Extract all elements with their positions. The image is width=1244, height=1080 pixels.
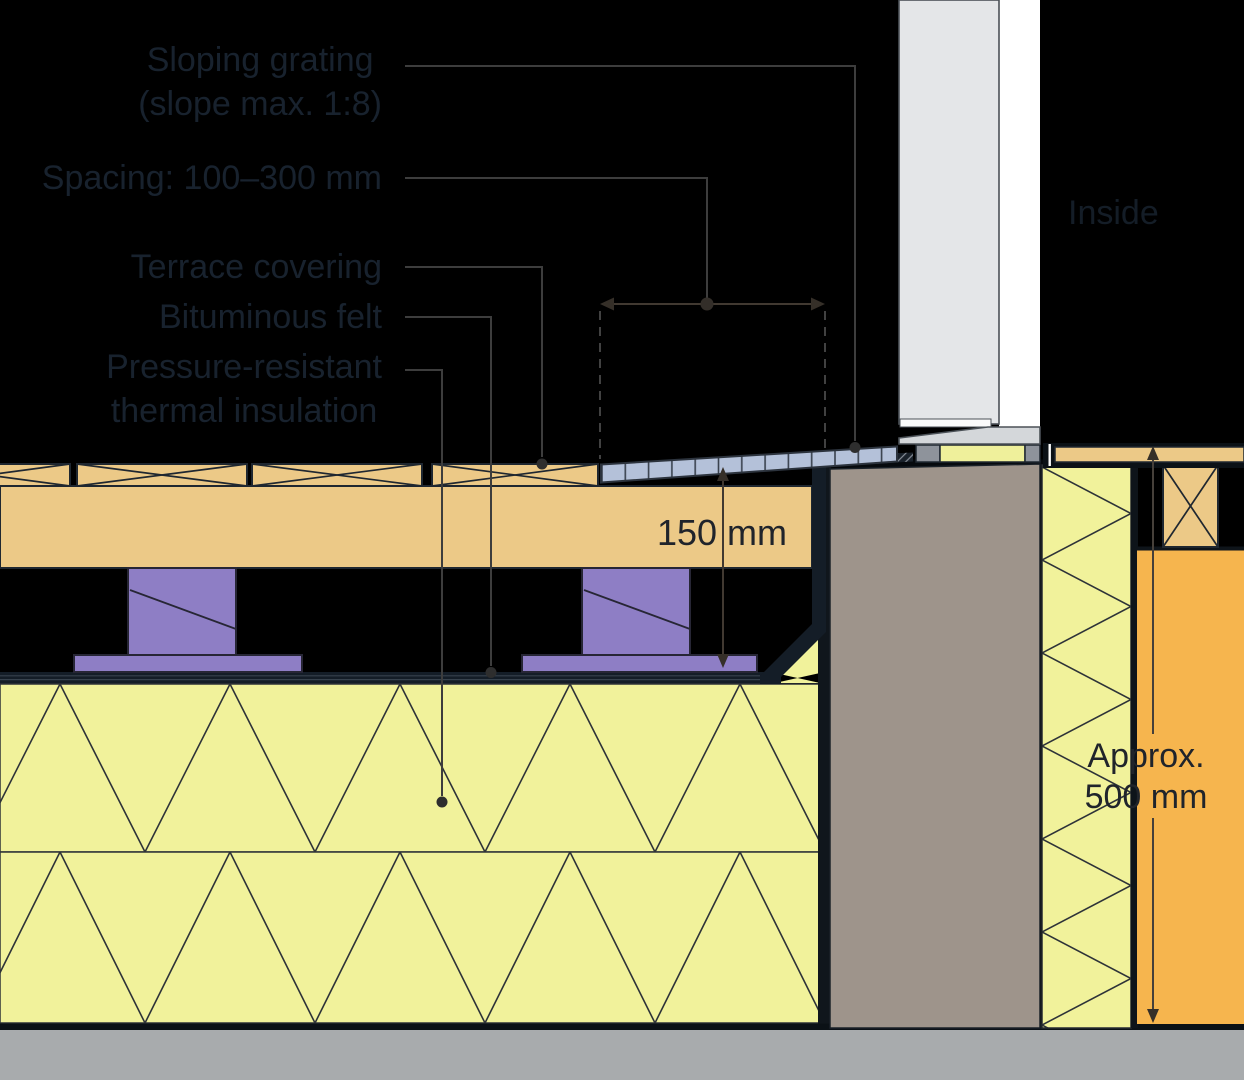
dimension-150mm: 150 mm [656, 512, 788, 553]
interior-panel [1137, 550, 1244, 1024]
interior-floor [1043, 443, 1244, 468]
panel-top-line [1137, 546, 1244, 551]
terrace-deck-boards [0, 463, 599, 487]
label-pressure-insulation-line2: thermal insulation [110, 392, 378, 430]
wall-insulation [1041, 464, 1132, 1029]
wall-masonry [829, 463, 1041, 1029]
label-sloping-grating-line1: Sloping grating [146, 41, 374, 79]
wall-height-dimension [1147, 446, 1159, 1023]
threshold-block-left [915, 444, 941, 463]
base-slab [0, 1030, 1244, 1080]
door-leaf [898, 0, 1000, 425]
spacing-dimension [599, 297, 826, 459]
dimension-500mm-line2: 500 mm [1084, 778, 1208, 816]
label-spacing: Spacing: 100–300 mm [41, 159, 382, 197]
threshold-assembly [915, 444, 1041, 463]
door-sill [898, 426, 1041, 445]
thermal-insulation-layer-1 [0, 683, 821, 853]
pedestal-2 [521, 567, 758, 673]
label-pressure-insulation: Pressure-resistant thermal insulation [106, 345, 382, 433]
leader-terrace-covering [405, 266, 543, 457]
label-inside: Inside [1068, 194, 1159, 232]
sloping-grating [600, 445, 898, 484]
leader-pressure-insulation [405, 369, 443, 796]
slab-top-line [0, 1023, 1244, 1030]
dimension-500mm: Approx. 500 mm [1046, 736, 1244, 818]
label-sloping-grating-line2: (slope max. 1:8) [138, 85, 382, 123]
leader-sloping-grating [405, 65, 856, 441]
wall-insulation-edge-bar [1131, 465, 1138, 1028]
interior-joist [1162, 464, 1219, 548]
label-terrace-covering: Terrace covering [130, 248, 382, 286]
grating-height-dimension [717, 467, 729, 668]
door-frame-white [999, 0, 1040, 438]
leader-spacing [405, 177, 708, 302]
leader-lines [405, 65, 856, 796]
thermal-insulation-layer-2 [0, 851, 821, 1024]
label-pressure-insulation-line1: Pressure-resistant [106, 348, 382, 386]
felt-flashing-upstand [760, 459, 826, 684]
bituminous-felt-layer [0, 672, 764, 684]
leader-dots [436, 442, 861, 808]
pedestal-1 [73, 567, 303, 673]
threshold-block-right [1024, 444, 1041, 463]
leader-bituminous-felt [405, 316, 492, 666]
door [898, 0, 1041, 445]
threshold-insulation-strip [939, 444, 1026, 463]
label-bituminous-felt: Bituminous felt [159, 298, 382, 336]
label-sloping-grating: Sloping grating (slope max. 1:8) [138, 38, 382, 126]
dimension-500mm-line1: Approx. [1087, 737, 1205, 775]
